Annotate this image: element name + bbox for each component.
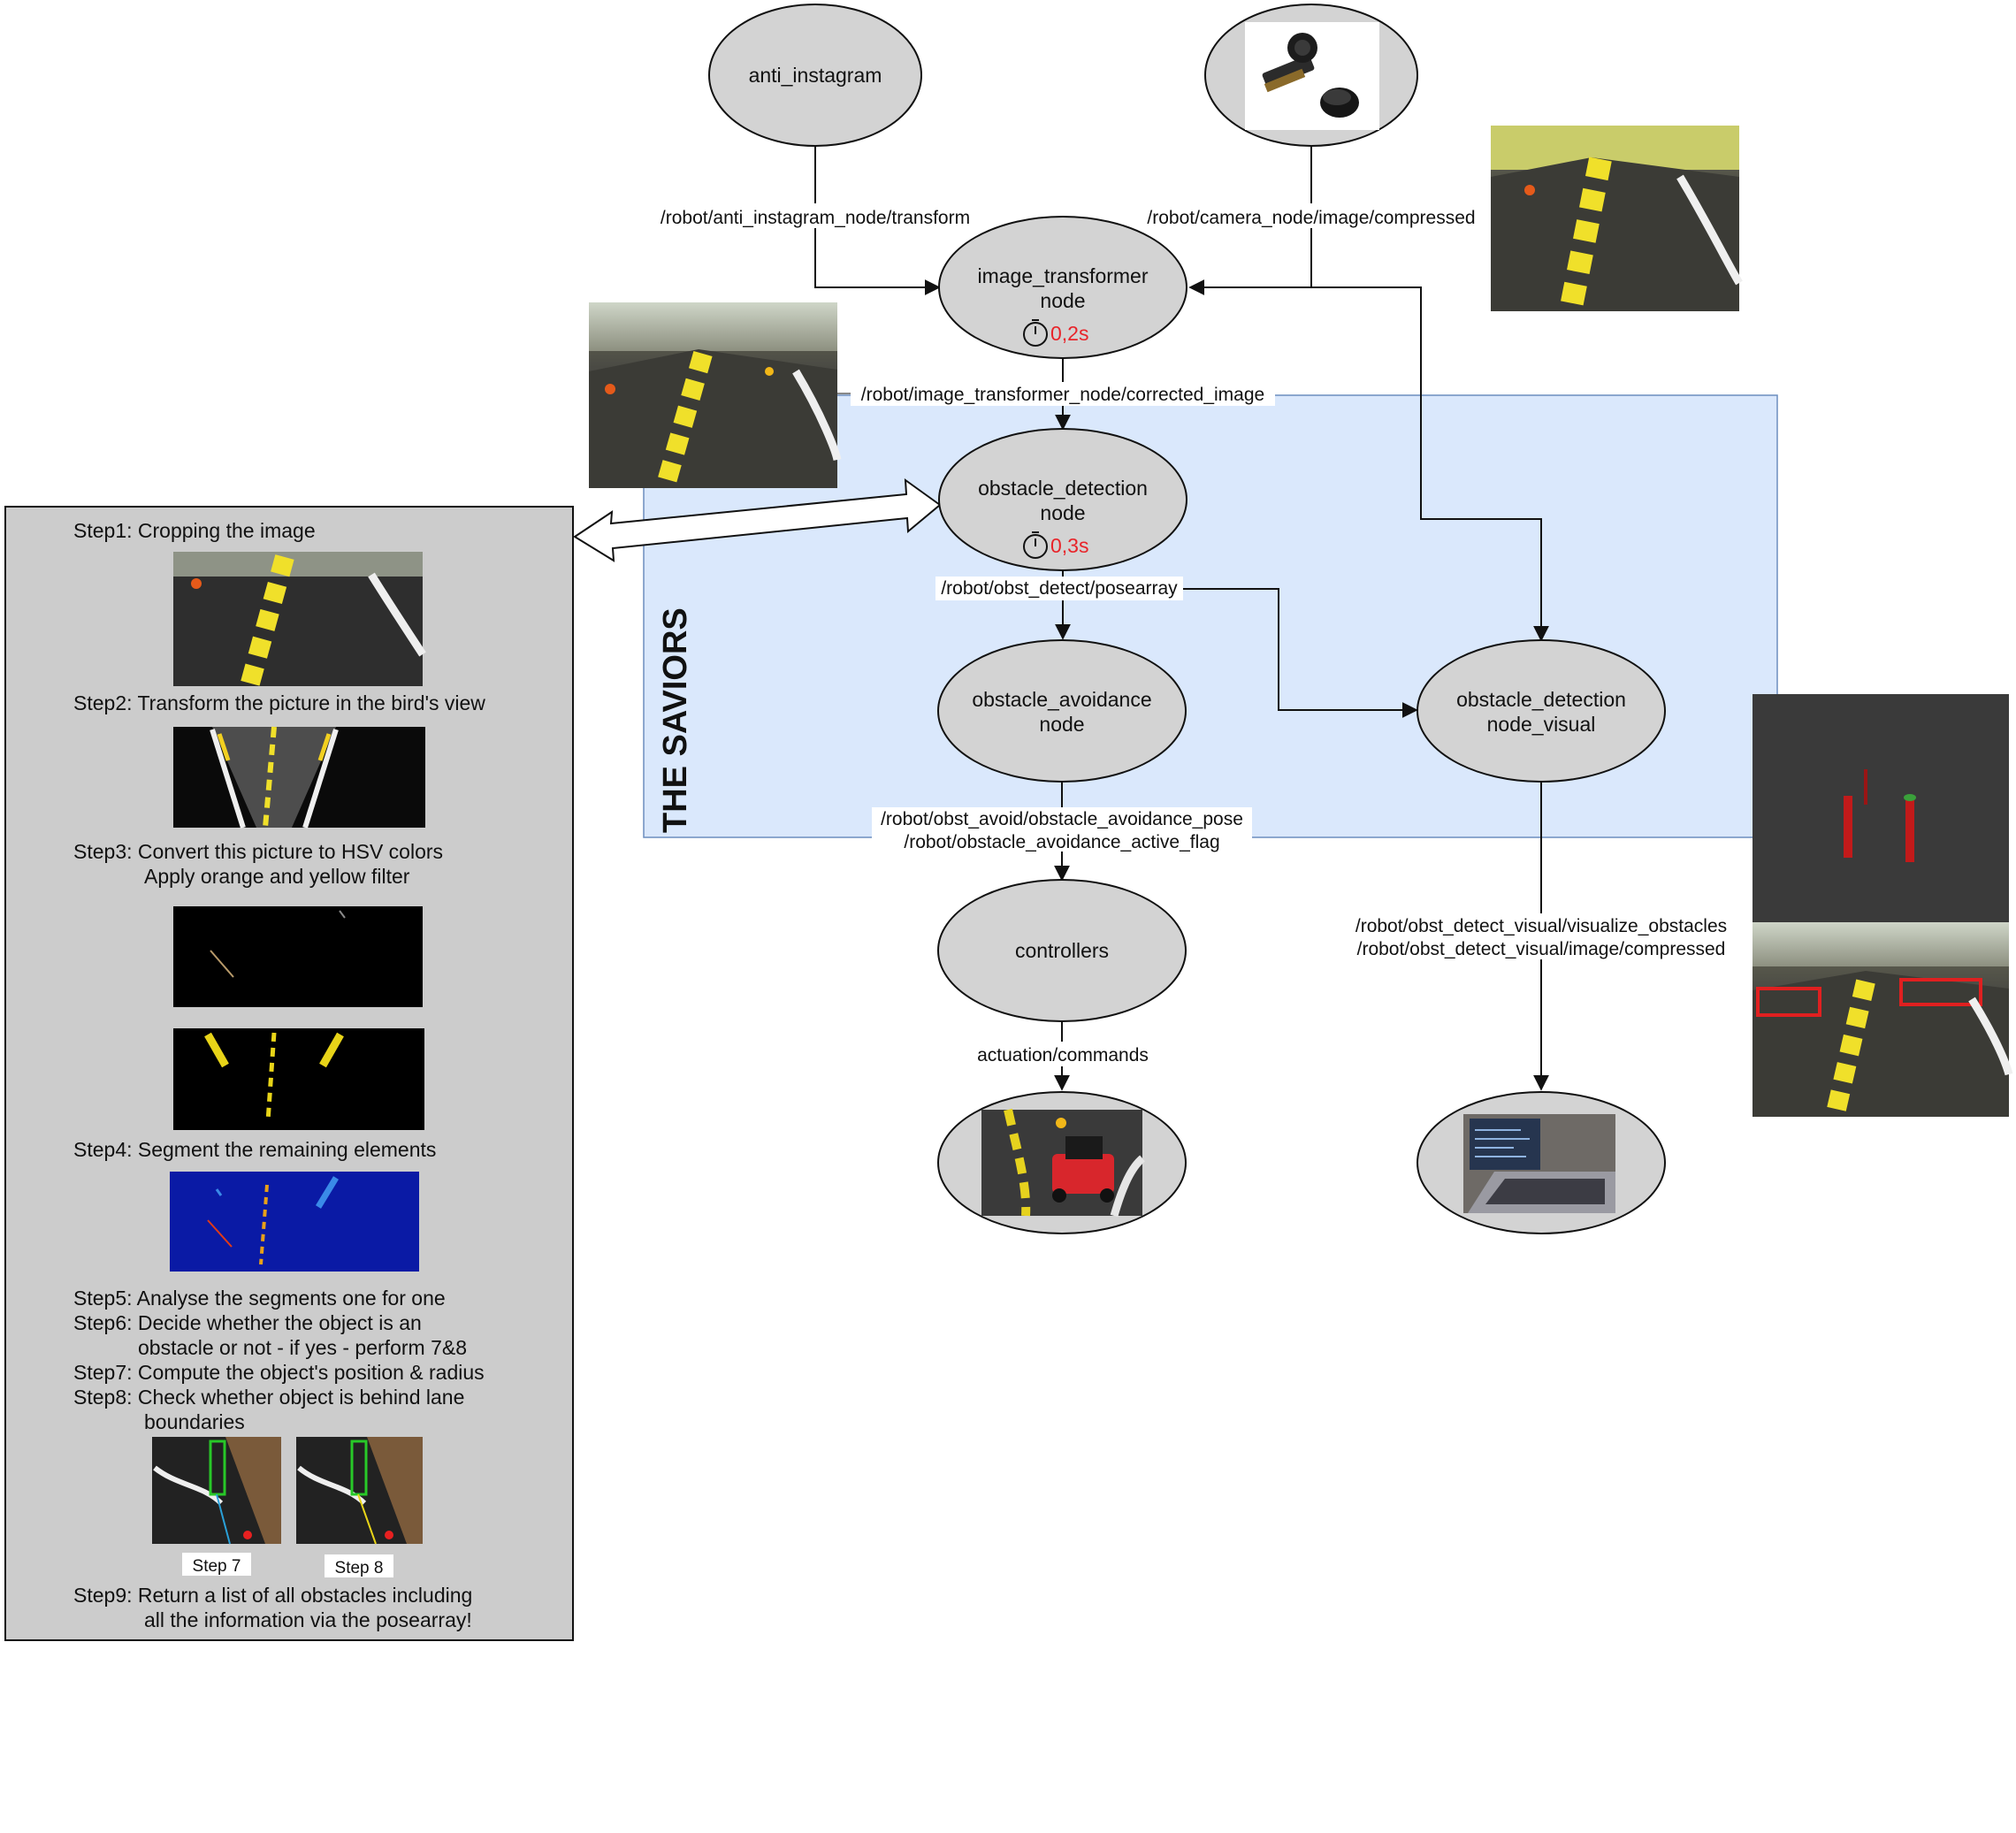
node-visual-line1: obstacle_detection (1456, 688, 1626, 711)
stopwatch-icon (1023, 319, 1048, 347)
step6-text-line2: obstacle or not - if yes - perform 7&8 (138, 1336, 467, 1359)
node-anti-instagram-label: anti_instagram (749, 64, 882, 87)
laptop-photo (1463, 1114, 1615, 1213)
step8-caption: Step 8 (335, 1559, 384, 1577)
rviz-thumbnail (1753, 694, 2009, 922)
robot-car-photo (981, 1108, 1146, 1218)
step6-text-line1: Step6: Decide whether the object is an (73, 1311, 422, 1334)
node-camera[interactable] (1204, 4, 1418, 147)
node-visual-line2: node_visual (1487, 713, 1596, 736)
visual-output-thumbnail (1753, 922, 2013, 1119)
corrected-image-thumbnail (589, 302, 842, 491)
step2-image (173, 726, 425, 829)
timer-image-transformer: 0,2s (1050, 322, 1088, 345)
step8-image (296, 1437, 423, 1545)
step2-text: Step2: Transform the picture in the bird… (73, 691, 485, 714)
step3-text-line2: Apply orange and yellow filter (144, 865, 410, 888)
label-anti-instagram-transform: /robot/anti_instagram_node/transform (661, 208, 970, 228)
node-obstacle-avoidance[interactable]: obstacle_avoidance node (937, 639, 1187, 783)
step7-text: Step7: Compute the object's position & r… (73, 1361, 485, 1384)
node-robot[interactable] (937, 1091, 1187, 1234)
step9-text-line2: all the information via the posearray! (144, 1608, 472, 1631)
node-obstacle-detection-line2: node (1040, 501, 1085, 524)
node-obstacle-avoidance-line1: obstacle_avoidance (972, 688, 1151, 711)
timer-obstacle-detection: 0,3s (1050, 534, 1088, 557)
step5-text: Step5: Analyse the segments one for one (73, 1287, 446, 1310)
stopwatch-icon (1023, 531, 1048, 559)
node-image-transformer[interactable]: image_transformer node 0,2s (938, 216, 1187, 359)
step8-text-line2: boundaries (144, 1410, 245, 1433)
step3-image-yellow (173, 1028, 424, 1130)
label-avoidance-pose: /robot/obst_avoid/obstacle_avoidance_pos… (881, 809, 1243, 829)
label-avoidance-flag: /robot/obstacle_avoidance_active_flag (904, 832, 1219, 852)
node-image-transformer-line1: image_transformer (977, 264, 1148, 287)
node-obstacle-avoidance-line2: node (1039, 713, 1084, 736)
node-controllers[interactable]: controllers (937, 879, 1187, 1022)
node-image-transformer-line2: node (1040, 289, 1085, 312)
edge-anti-instagram-transform (814, 146, 941, 295)
step8-text-line1: Step8: Check whether object is behind la… (73, 1386, 464, 1409)
node-laptop[interactable] (1417, 1091, 1666, 1234)
node-obstacle-detection-line1: obstacle_detection (978, 477, 1148, 500)
step1-image (173, 552, 426, 689)
step4-image (170, 1172, 419, 1272)
step3-text-line1: Step3: Convert this picture to HSV color… (73, 840, 443, 863)
edge-camera-to-visual (1311, 286, 1549, 642)
edge-posearray-visual (1181, 588, 1418, 718)
label-camera-compressed: /robot/camera_node/image/compressed (1147, 208, 1475, 228)
node-controllers-label: controllers (1015, 939, 1109, 962)
saviors-label: THE SAVIORS (657, 607, 694, 833)
camera-image-thumbnail (1491, 126, 1743, 314)
node-obstacle-detection[interactable]: obstacle_detection node 0,3s (938, 428, 1187, 571)
node-anti-instagram[interactable]: anti_instagram (708, 4, 922, 147)
label-visualize-obstacles: /robot/obst_detect_visual/visualize_obst… (1355, 916, 1727, 936)
step7-image (152, 1437, 281, 1545)
label-visual-compressed: /robot/obst_detect_visual/image/compress… (1357, 939, 1726, 959)
step9-text-line1: Step9: Return a list of all obstacles in… (73, 1584, 472, 1607)
step4-text: Step4: Segment the remaining elements (73, 1138, 436, 1161)
label-posearray: /robot/obst_detect/posearray (941, 578, 1178, 599)
step1-text: Step1: Cropping the image (73, 519, 316, 542)
step7-caption: Step 7 (193, 1557, 241, 1576)
camera-icon (1262, 33, 1359, 118)
label-actuation: actuation/commands (977, 1045, 1149, 1065)
label-corrected-image: /robot/image_transformer_node/corrected_… (861, 385, 1264, 405)
node-obstacle-detection-visual[interactable]: obstacle_detection node_visual (1417, 639, 1666, 783)
step3-image-orange (173, 906, 423, 1007)
